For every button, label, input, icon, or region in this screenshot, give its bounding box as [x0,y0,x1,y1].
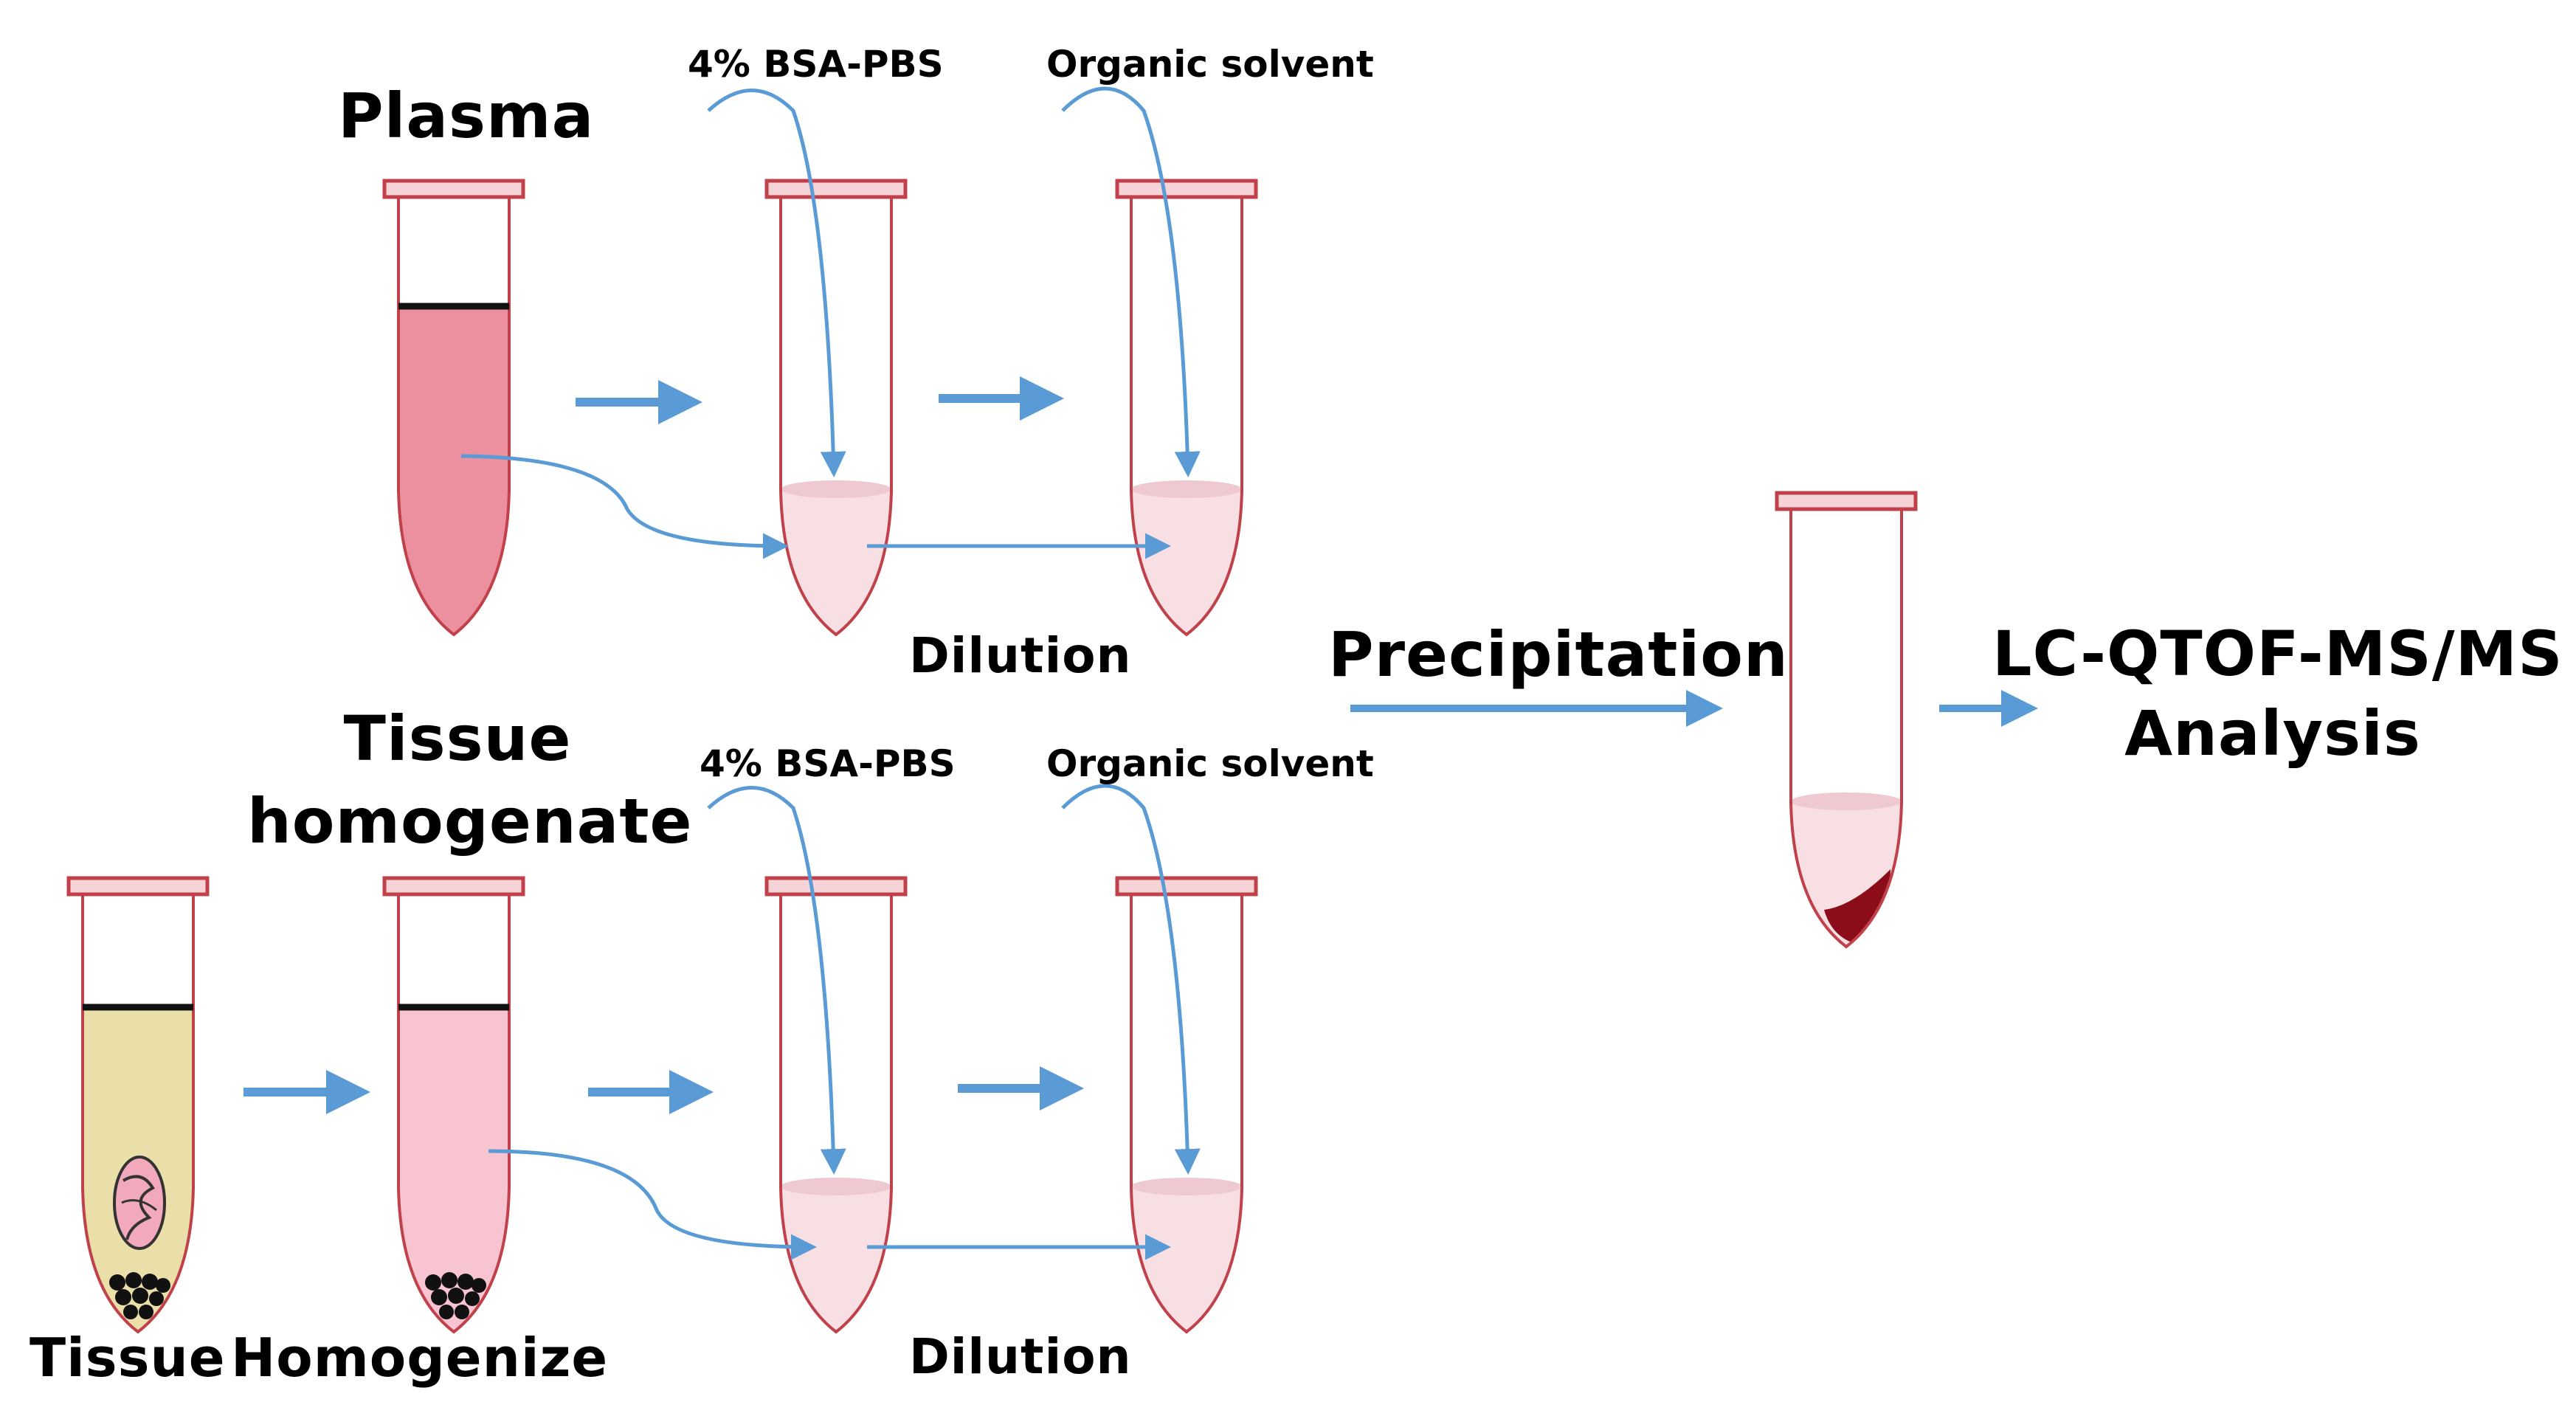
tube-cap [764,179,908,199]
solvent-addition-arrow-top [1061,86,1201,477]
sample-transfer-arrow-bottom [488,1149,817,1260]
reagent-arrows [460,86,1201,1260]
plasma-tube [382,179,525,637]
analysis-label: LC-QTOF-MS/MS Analysis [1992,614,2563,773]
organic-solvent-label-bottom: Organic solvent [1046,742,1374,785]
tissue-homogenate-label: Tissue homogenate [247,697,693,863]
precipitate-tube [1775,491,1918,949]
sample-transfer-arrow-top [460,454,789,559]
analysis-line1: LC-QTOF-MS/MS [1992,618,2563,690]
dilution-tube-bottom [764,876,908,1334]
dilution-label-bottom: Dilution [909,1328,1132,1385]
tube-cap [764,876,908,897]
bsa-pbs-label-top: 4% BSA-PBS [688,43,944,86]
precipitation-label: Precipitation [1328,618,1789,691]
tissue-label: Tissue [30,1327,226,1389]
plasma-label: Plasma [338,80,595,152]
step-arrows [244,376,2038,1114]
tube-cap [382,179,525,199]
homogenate-tube [382,876,525,1334]
dilution-label-top: Dilution [909,627,1132,684]
solvent-addition-arrow-bottom [1061,784,1201,1175]
tube-cap [1115,876,1258,897]
tissue-piece [113,1156,166,1250]
tube-cap [382,876,525,897]
tube-cap [1115,179,1258,199]
pellet [1824,869,1890,943]
homogenizer-beads [109,1272,170,1319]
tissue-tube [66,876,210,1334]
homogenize-label: Homogenize [231,1327,609,1389]
tube-cap [1775,491,1918,511]
dilution-tube-top [764,179,908,637]
plasma-liquid [398,306,509,635]
bsa-addition-arrow-bottom [707,786,846,1175]
bsa-pbs-label-bottom: 4% BSA-PBS [700,742,956,785]
tissue-homogenate-line1: Tissue [343,702,572,775]
analysis-line2: Analysis [2124,697,2421,770]
tissue-homogenate-line2: homogenate [247,785,693,857]
organic-solvent-label-top: Organic solvent [1046,43,1374,86]
tube-cap [66,876,210,897]
bsa-addition-arrow-top [707,89,846,477]
homogenizer-beads [425,1272,486,1319]
